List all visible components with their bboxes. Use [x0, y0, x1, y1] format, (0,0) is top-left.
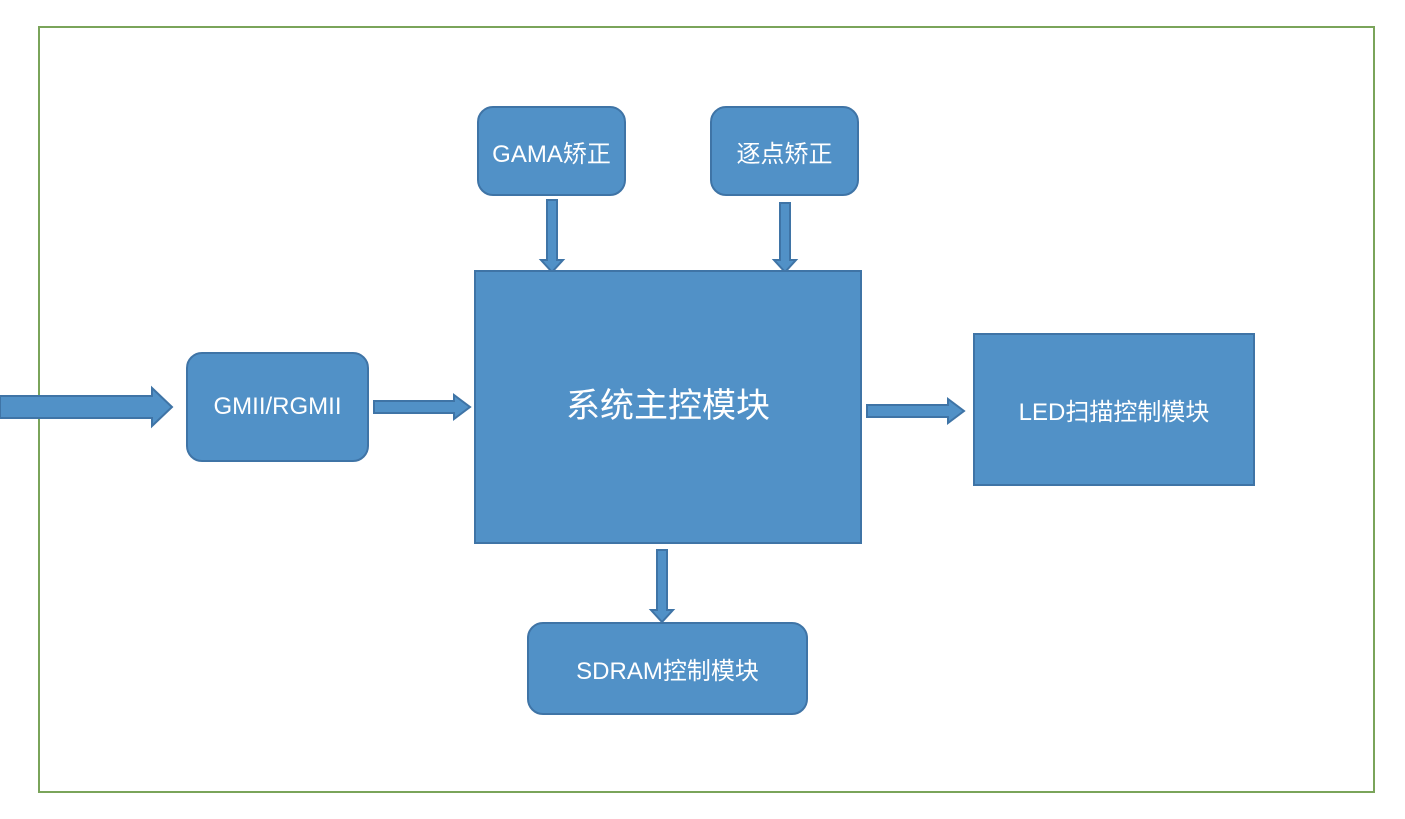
pointwise-correction-block: 逐点矫正 [710, 106, 859, 196]
led-scan-control-block: LED扫描控制模块 [973, 333, 1255, 486]
gmii-rgmii-block: GMII/RGMII [186, 352, 369, 462]
system-main-control-block: 系统主控模块 [474, 270, 862, 544]
sdram-control-block: SDRAM控制模块 [527, 622, 808, 715]
gama-correction-block: GAMA矫正 [477, 106, 626, 196]
